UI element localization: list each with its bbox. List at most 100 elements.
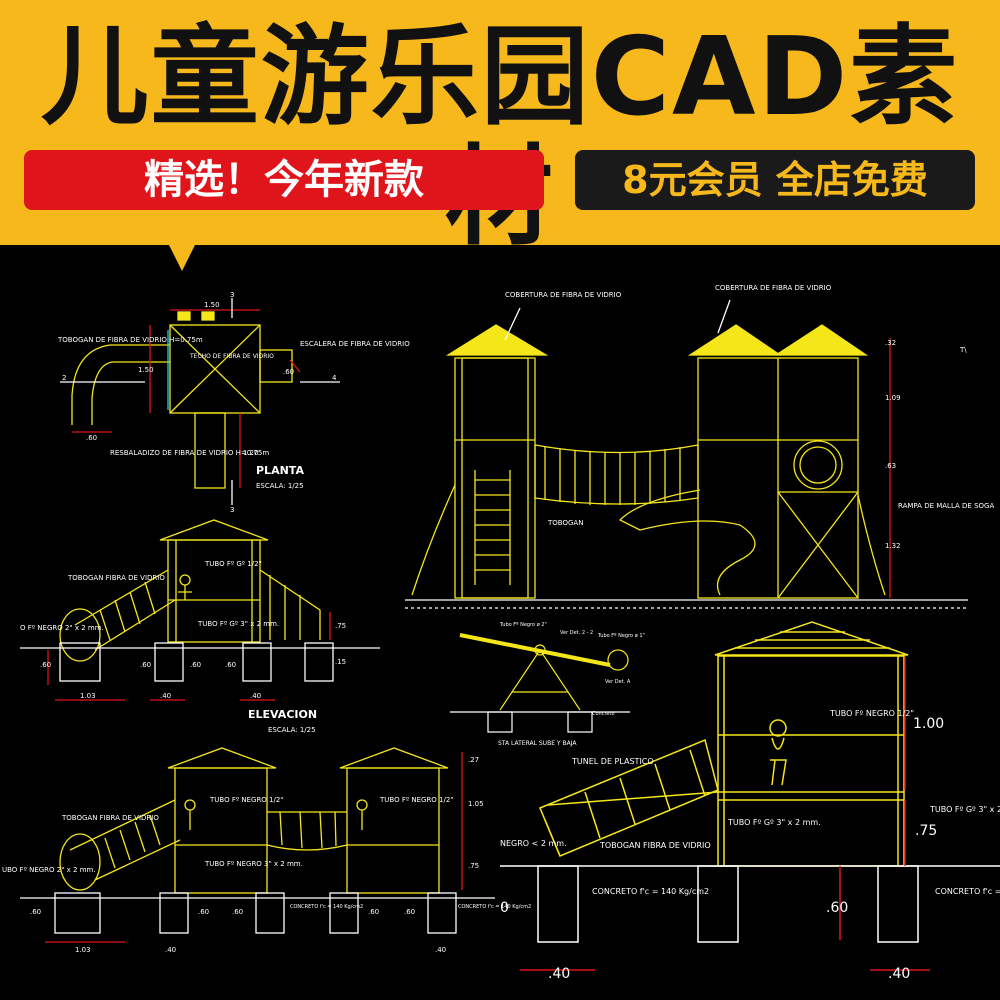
planta-escalera-label: ESCALERA DE FIBRA DE VIDRIO bbox=[300, 340, 410, 348]
br-dim: .75 bbox=[915, 823, 937, 839]
playground-elevation bbox=[405, 299, 968, 609]
curved-slide-plan bbox=[71, 344, 170, 425]
detail-tower-labels: TUBO Fº NEGRO 1/2" TUNEL DE PLASTICO TUB… bbox=[500, 709, 1000, 982]
br-concreto-l: CONCRETO f'c = 140 Kg/cm2 bbox=[592, 887, 709, 896]
br-dim: .60 bbox=[826, 900, 848, 916]
elevacion-drawing bbox=[20, 519, 380, 701]
bl-concreto-label-2: CONCRETO f'c = 140 Kg/cm2 bbox=[458, 904, 531, 910]
bl-dim: .60 bbox=[404, 908, 415, 916]
elev-dim: .40 bbox=[160, 692, 171, 700]
br-tubo-top: TUBO Fº NEGRO 1/2" bbox=[829, 709, 914, 718]
elev-dim: .15 bbox=[335, 658, 346, 666]
planta-title: PLANTA bbox=[256, 464, 304, 477]
tr-rampa: RAMPA DE MALLA DE SOGA bbox=[898, 502, 994, 510]
elev-dim: .60 bbox=[225, 661, 236, 669]
seesaw-label: Concreto bbox=[592, 711, 615, 717]
br-concreto-r: CONCRETO f'c = 140 Kg/cm2 bbox=[935, 887, 1000, 896]
planta-drawing bbox=[60, 298, 340, 505]
br-negro: NEGRO < 2 mm. bbox=[500, 839, 567, 848]
tube-bridge bbox=[534, 444, 699, 505]
elev-dim: .60 bbox=[140, 661, 151, 669]
tr-dim: 1.32 bbox=[885, 542, 901, 550]
elev-tubo-top-label: TUBO Fº Gº 1/2" bbox=[204, 560, 262, 568]
membership-badge: 8元会员 全店免费 bbox=[575, 150, 975, 210]
br-tobogan: TOBOGAN FIBRA DE VIDRIO bbox=[599, 841, 711, 850]
seesaw-labels: STA LATERAL SUBE Y BAJA Tubo Fº Negro ø … bbox=[498, 622, 645, 747]
detail-roof bbox=[714, 621, 909, 656]
chute-plan bbox=[194, 412, 226, 489]
planta-techo-label: TECHO DE FIBRA DE VIDRIO bbox=[189, 353, 274, 360]
bl-tubo-top-label-2: TUBO Fº NEGRO 1/2" bbox=[379, 796, 454, 804]
elev-dim: .60 bbox=[40, 661, 51, 669]
double-tower-drawing bbox=[20, 747, 495, 943]
elev-dim: 1.03 bbox=[80, 692, 96, 700]
double-tower-labels: TOBOGAN FIBRA DE VIDRIO TUBO Fº NEGRO 1/… bbox=[2, 756, 531, 954]
tr-dim: 1.09 bbox=[885, 394, 901, 402]
planta-labels: TOBOGAN DE FIBRA DE VIDRIO H=0.75m TECHO… bbox=[57, 291, 410, 514]
bl-tobogan-label: TOBOGAN FIBRA DE VIDRIO bbox=[61, 814, 159, 822]
bl-dim: .60 bbox=[368, 908, 379, 916]
bl-dim: .40 bbox=[165, 946, 176, 954]
planta-dim: 1.20 bbox=[243, 449, 259, 457]
tr-dim: .63 bbox=[885, 462, 896, 470]
seesaw-drawing bbox=[450, 633, 630, 733]
banner-pointer bbox=[168, 243, 196, 271]
seesaw-label: Ver Det. A bbox=[605, 679, 631, 685]
tr-dim: .32 bbox=[885, 339, 896, 347]
elev-dim: .75 bbox=[335, 622, 346, 630]
bl-concreto-label: CONCRETO f'c = 140 Kg/cm2 bbox=[290, 904, 363, 910]
tube-slide-elevacion bbox=[59, 569, 176, 662]
br-tunel: TUNEL DE PLASTICO bbox=[571, 757, 654, 766]
rope-ramp bbox=[857, 494, 886, 596]
seesaw-label: Tubo Fº Negro ø 2" bbox=[499, 622, 547, 628]
bl-dim: .40 bbox=[435, 946, 446, 954]
bl-dim: .60 bbox=[30, 908, 41, 916]
seesaw-label: Tubo Fº Negro ø 1" bbox=[597, 633, 645, 639]
planta-scale: ESCALA: 1/25 bbox=[256, 482, 304, 490]
planta-dim: .60 bbox=[283, 368, 294, 376]
cad-drawing-sheet: TOBOGAN DE FIBRA DE VIDRIO H=0.75m TECHO… bbox=[2, 284, 1000, 982]
detail-tower-drawing bbox=[500, 621, 1000, 971]
br-dim: .40 bbox=[888, 966, 910, 982]
tr-cobertura-2: COBERTURA DE FIBRA DE VIDRIO bbox=[715, 284, 832, 292]
tr-cobertura-1: COBERTURA DE FIBRA DE VIDRIO bbox=[505, 291, 622, 299]
br-dim: .40 bbox=[548, 966, 570, 982]
elev-tobogan-label: TOBOGAN FIBRA DE VIDRIO bbox=[67, 574, 165, 582]
bl-dim: .60 bbox=[198, 908, 209, 916]
elevacion-roof bbox=[159, 519, 269, 541]
planta-resbaladizo-label: RESBALADIZO DE FIBRA DE VIDRIO H=0.75m bbox=[110, 449, 269, 457]
planta-tobogan-label: TOBOGAN DE FIBRA DE VIDRIO H=0.75m bbox=[57, 336, 203, 344]
planta-dim: 3 bbox=[230, 291, 234, 299]
roof-left bbox=[445, 324, 549, 356]
br-tubo-right: TUBO Fº Gº 3" x 2 mm. bbox=[929, 805, 1000, 814]
elev-tubo-left-label: O Fº NEGRO 2" x 2 mm. bbox=[20, 624, 104, 632]
planta-dim: .60 bbox=[86, 434, 97, 442]
seesaw-caption: STA LATERAL SUBE Y BAJA bbox=[498, 740, 577, 747]
elevacion-scale: ESCALA: 1/25 bbox=[268, 726, 316, 734]
child-figure bbox=[770, 737, 787, 786]
featured-badge: 精选！今年新款 bbox=[24, 150, 544, 210]
br-dim: 0 bbox=[500, 900, 509, 916]
bl-tubo-left-label: UBO Fº NEGRO 2" x 2 mm. bbox=[2, 866, 96, 874]
planta-dim: 1.50 bbox=[138, 366, 154, 374]
roof-mid bbox=[687, 324, 783, 356]
bl-dim: .75 bbox=[468, 862, 479, 870]
seesaw-label: Ver Det. 2 - 2 bbox=[560, 630, 593, 636]
planta-dim: 4 bbox=[332, 374, 337, 382]
elev-tubo-mid-label: TUBO Fº Gº 3" x 2 mm. bbox=[197, 620, 279, 628]
bl-dim: 1.05 bbox=[468, 800, 484, 808]
playground-labels: COBERTURA DE FIBRA DE VIDRIO COBERTURA D… bbox=[505, 284, 994, 550]
planta-dim: 1.50 bbox=[204, 301, 220, 309]
br-dim: 1.00 bbox=[913, 716, 944, 732]
ladder bbox=[474, 470, 511, 585]
bl-tubo-mid-label: TUBO Fº NEGRO 3" x 2 mm. bbox=[204, 860, 303, 868]
bl-dim: .27 bbox=[468, 756, 479, 764]
header-banner: 儿童游乐园CAD素材 精选！今年新款 8元会员 全店免费 bbox=[0, 0, 1000, 258]
elev-dim: .60 bbox=[190, 661, 201, 669]
planta-dim: 3 bbox=[230, 506, 234, 514]
bl-tubo-top-label: TUBO Fº NEGRO 1/2" bbox=[209, 796, 284, 804]
tr-tobogan: TOBOGAN bbox=[547, 519, 583, 527]
planta-dim: 2 bbox=[62, 374, 66, 382]
elevacion-labels: TOBOGAN FIBRA DE VIDRIO TUBO Fº Gº 1/2" … bbox=[20, 560, 346, 734]
elevacion-title: ELEVACION bbox=[248, 708, 317, 721]
